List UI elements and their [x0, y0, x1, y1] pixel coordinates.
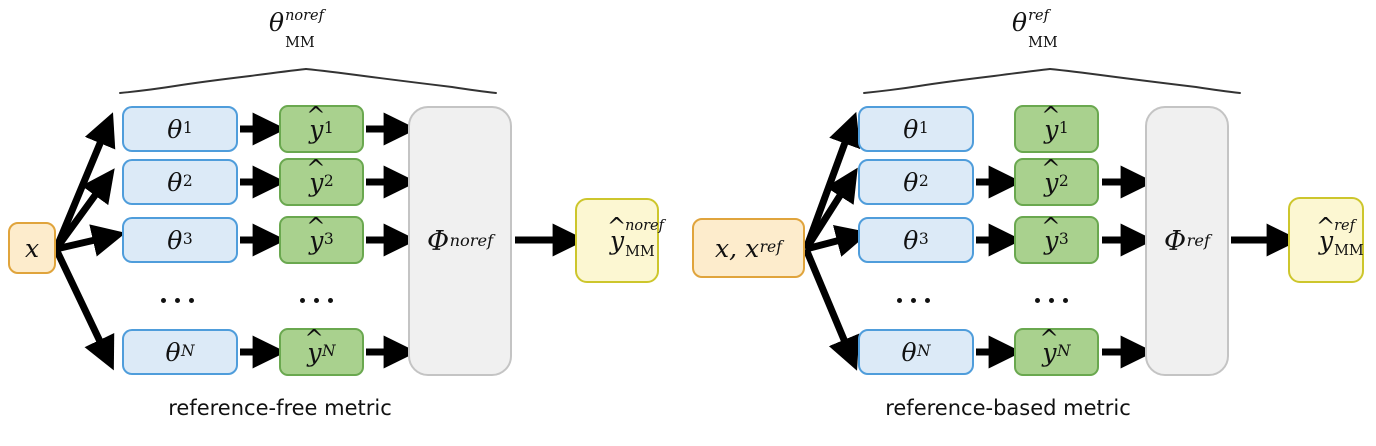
phi-superscript: ref	[1186, 230, 1210, 250]
output-superscript: ref	[1334, 217, 1355, 234]
output-base: y	[1318, 225, 1334, 255]
theta-to-yhat-arrows	[976, 165, 1023, 369]
theta-node-1-subscript: 1	[182, 119, 193, 138]
theta-node-n-base: θ	[165, 337, 181, 367]
yhat-to-phi-arrows	[366, 112, 418, 369]
yhat-column-ellipsis	[300, 298, 333, 303]
phi-superscript: noref	[449, 230, 494, 250]
theta-node-2-subscript: 2	[918, 172, 929, 191]
curly-brace	[863, 68, 1241, 94]
panel-caption-reference-based: reference-based metric	[885, 396, 1131, 420]
yhat-node-1-subscript: 1	[323, 119, 334, 138]
yhat-node-2-base: y	[1044, 167, 1059, 197]
yhat-node-3-subscript: 3	[1058, 230, 1069, 249]
theta-node-1-subscript: 1	[918, 119, 929, 138]
yhat-node-1-base: y	[309, 114, 324, 144]
phi-base: Φ	[426, 225, 450, 257]
yhat-node-2-subscript: 2	[323, 172, 334, 191]
theta-to-yhat-arrows	[240, 112, 287, 369]
curly-brace	[119, 68, 497, 94]
theta-node-1-base: θ	[903, 114, 919, 144]
yhat-node-2-subscript: 2	[1058, 172, 1069, 191]
brace-label-subscript: MM	[1028, 35, 1058, 52]
output-superscript: noref	[625, 218, 665, 235]
theta-node-3-subscript: 3	[182, 230, 193, 249]
theta-node-2-subscript: 2	[182, 172, 193, 191]
yhat-column-ellipsis	[1035, 298, 1068, 303]
fanout-arrows	[52, 112, 126, 371]
yhat-node-n-base: y	[1042, 337, 1057, 367]
yhat-node-3-subscript: 3	[323, 230, 334, 249]
theta-node-3-subscript: 3	[918, 230, 929, 249]
theta-column-ellipsis	[897, 298, 930, 303]
theta-node-n-base: θ	[901, 337, 917, 367]
yhat-node-1-subscript: 1	[1058, 119, 1069, 138]
yhat-to-phi-arrows	[1102, 165, 1155, 369]
input-node-base: x, x	[715, 233, 760, 263]
yhat-node-2-base: y	[309, 167, 324, 197]
brace-label-subscript: MM	[285, 35, 315, 52]
yhat-node-n-base: y	[307, 337, 322, 367]
output-base: y	[609, 226, 625, 255]
phi-base: Φ	[1164, 225, 1187, 257]
theta-node-n-subscript: N	[917, 342, 931, 361]
output-subscript: MM	[1334, 243, 1364, 260]
brace-label-superscript: ref	[1028, 8, 1049, 25]
theta-node-3-base: θ	[903, 225, 919, 255]
fanout-arrows	[802, 111, 870, 371]
output-subscript: MM	[625, 243, 655, 260]
input-node-label: x	[24, 233, 40, 263]
yhat-node-1-base: y	[1044, 114, 1059, 144]
yhat-node-n-subscript: N	[322, 342, 336, 361]
panel-caption-reference-free: reference-free metric	[168, 396, 392, 420]
theta-node-n-subscript: N	[181, 342, 195, 361]
brace-label-base: θ	[269, 8, 285, 37]
theta-node-2-base: θ	[903, 167, 919, 197]
theta-column-ellipsis	[161, 298, 194, 303]
yhat-node-n-subscript: N	[1057, 342, 1071, 361]
input-node-subscript: ref	[759, 238, 782, 257]
theta-node-2-base: θ	[167, 167, 183, 197]
yhat-node-3-base: y	[309, 225, 324, 255]
brace-label-superscript: noref	[285, 8, 325, 25]
theta-node-1-base: θ	[167, 114, 183, 144]
brace-label-base: θ	[1012, 8, 1028, 37]
yhat-node-3-base: y	[1044, 225, 1059, 255]
theta-node-3-base: θ	[167, 225, 183, 255]
input-node-x[interactable]: x	[8, 222, 56, 274]
